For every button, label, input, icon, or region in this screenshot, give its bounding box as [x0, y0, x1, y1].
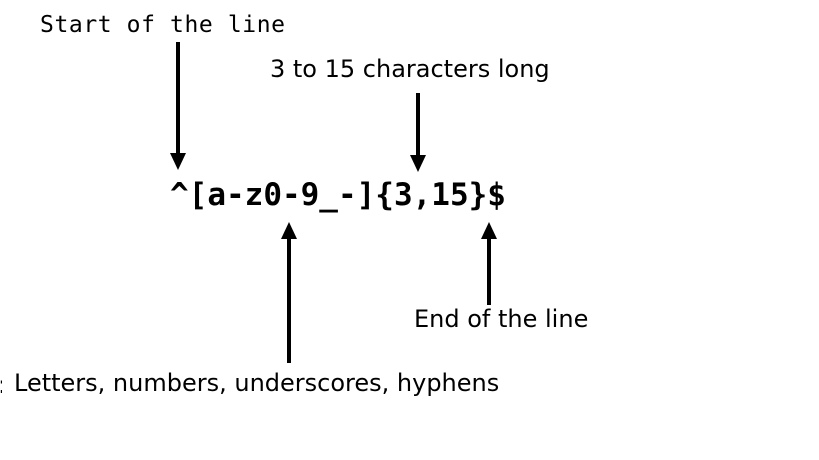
arrow-head	[170, 153, 186, 170]
regex-pattern-text: ^[a-z0-9_-]{3,15}$	[170, 177, 506, 213]
arrow-head	[281, 222, 297, 239]
clipped-fragment-text: :	[0, 371, 2, 399]
arrow-length-quantifier	[410, 93, 426, 172]
arrow-head	[410, 155, 426, 172]
arrow-character-class	[281, 222, 297, 363]
arrow-start-of-line	[170, 42, 186, 170]
annotation-label-character-class: Letters, numbers, underscores, hyphens	[14, 369, 500, 397]
annotation-label-length-quantifier: 3 to 15 characters long	[270, 55, 550, 83]
annotation-label-start-of-line: Start of the line	[40, 12, 286, 38]
arrow-head	[481, 222, 497, 239]
arrow-shaft	[176, 42, 180, 155]
annotation-label-end-of-line: End of the line	[414, 305, 589, 333]
arrow-shaft	[487, 237, 491, 305]
arrow-shaft	[416, 93, 420, 157]
clipped-text-fragment: :	[0, 371, 2, 399]
arrow-shaft	[287, 237, 291, 363]
arrow-end-of-line	[481, 222, 497, 305]
